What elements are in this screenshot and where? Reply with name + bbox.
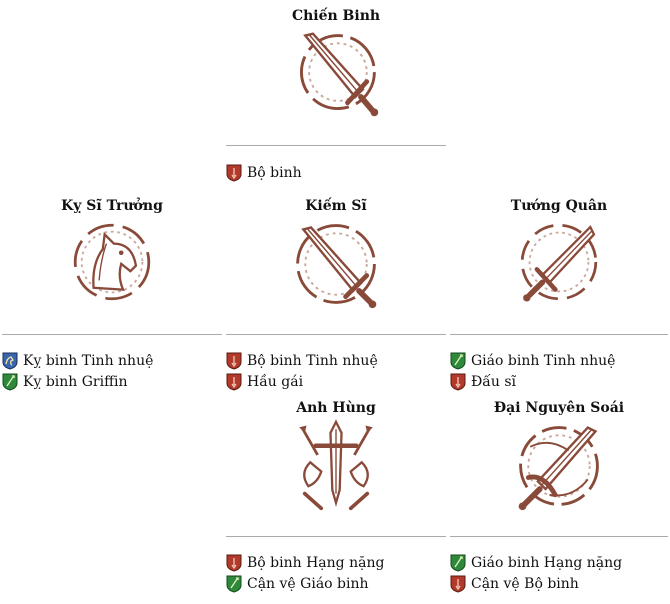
spear-shield-icon [450, 352, 466, 370]
class-node-dai-nguyen-soai[interactable]: Đại Nguyên Soái Giáo binh Hạng nặng Cận … [450, 392, 668, 602]
unit-item[interactable]: Kỵ binh Tinh nhuệ [2, 350, 153, 371]
sword-ring-icon [300, 32, 379, 117]
cavalry-shield-icon [2, 352, 18, 370]
unit-label: Bộ binh Hạng nặng [247, 554, 385, 571]
unit-item[interactable]: Hầu gái [226, 371, 378, 392]
infantry-shield-icon [450, 373, 466, 391]
unit-item[interactable]: Bộ binh Hạng nặng [226, 552, 384, 573]
unit-item[interactable]: Giáo binh Hạng nặng [450, 552, 622, 573]
sword-ring-icon [296, 224, 377, 309]
unit-item[interactable]: Bộ binh Tinh nhuệ [226, 350, 378, 371]
divider [226, 536, 446, 537]
class-title: Kỵ Sĩ Trưởng [61, 198, 163, 214]
unit-label: Bộ binh Tinh nhuệ [247, 352, 378, 369]
ornate-sword-icon [518, 426, 599, 511]
unit-label: Kỵ binh Griffin [23, 373, 128, 390]
infantry-shield-icon [226, 554, 242, 572]
unit-item[interactable]: Bộ binh [226, 162, 302, 183]
crest-sword-icon [299, 419, 373, 511]
class-node-kiem-si[interactable]: Kiếm Sĩ Bộ binh Tinh nhuệ Hầu gái [226, 190, 446, 395]
class-node-ky-si-truong[interactable]: Kỵ Sĩ Trưởng Kỵ binh Tinh nhuệ Kỵ binh G… [2, 190, 222, 395]
sword-ring-icon [520, 223, 598, 302]
class-title: Đại Nguyên Soái [493, 400, 625, 416]
class-title: Kiếm Sĩ [305, 198, 367, 214]
divider [450, 536, 668, 537]
unit-list: Bộ binh [226, 162, 302, 183]
spear-shield-icon [2, 373, 18, 391]
unit-label: Giáo binh Tinh nhuệ [471, 352, 616, 369]
unit-label: Giáo binh Hạng nặng [471, 554, 623, 571]
divider [226, 334, 446, 335]
spear-shield-icon [226, 575, 242, 593]
unit-item[interactable]: Cận vệ Bộ binh [450, 573, 622, 594]
class-title: Anh Hùng [296, 400, 376, 416]
class-node-tuong-quan[interactable]: Tướng Quân Giáo binh Tinh nhuệ Đấu sĩ [450, 190, 668, 395]
unit-label: Đấu sĩ [471, 373, 517, 390]
unit-item[interactable]: Kỵ binh Griffin [2, 371, 153, 392]
unit-label: Cận vệ Bộ binh [471, 575, 579, 592]
unit-list: Giáo binh Tinh nhuệ Đấu sĩ [450, 350, 615, 392]
divider [226, 145, 446, 146]
infantry-shield-icon [226, 164, 242, 182]
unit-item[interactable]: Cận vệ Giáo binh [226, 573, 384, 594]
unit-list: Giáo binh Hạng nặng Cận vệ Bộ binh [450, 552, 622, 594]
infantry-shield-icon [450, 575, 466, 593]
unit-list: Kỵ binh Tinh nhuệ Kỵ binh Griffin [2, 350, 153, 392]
infantry-shield-icon [226, 373, 242, 391]
horse-head-icon [73, 223, 151, 301]
unit-list: Bộ binh Hạng nặng Cận vệ Giáo binh [226, 552, 384, 594]
class-node-chien-binh[interactable]: Chiến Binh Bộ binh [226, 0, 446, 185]
infantry-shield-icon [226, 352, 242, 370]
unit-label: Cận vệ Giáo binh [247, 575, 369, 592]
class-title: Tướng Quân [510, 198, 608, 214]
unit-label: Hầu gái [247, 373, 304, 390]
spear-shield-icon [450, 554, 466, 572]
class-title: Chiến Binh [291, 8, 381, 24]
unit-label: Kỵ binh Tinh nhuệ [23, 352, 154, 369]
unit-label: Bộ binh [247, 164, 302, 181]
divider [450, 334, 668, 335]
unit-item[interactable]: Giáo binh Tinh nhuệ [450, 350, 615, 371]
unit-list: Bộ binh Tinh nhuệ Hầu gái [226, 350, 378, 392]
divider [2, 334, 222, 335]
unit-item[interactable]: Đấu sĩ [450, 371, 615, 392]
class-node-anh-hung[interactable]: Anh Hùng Bộ binh Hạng nặng Cận vệ Giáo b… [226, 392, 446, 602]
